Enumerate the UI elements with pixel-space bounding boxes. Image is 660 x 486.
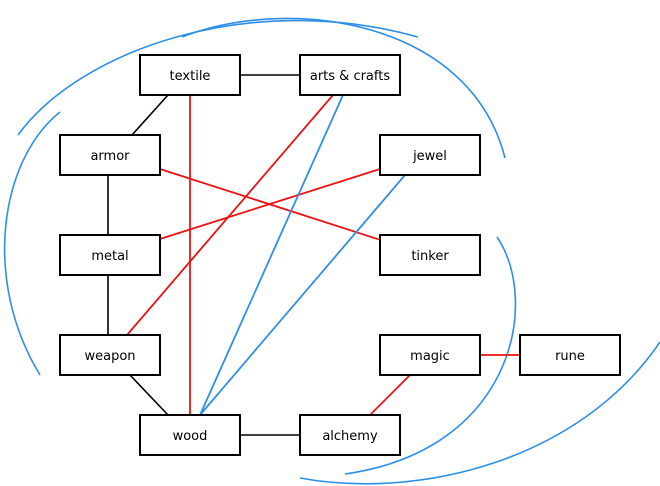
node-label-weapon: weapon	[84, 349, 135, 364]
node-box-armor	[59, 134, 161, 176]
node-box-rune	[519, 334, 621, 376]
node-label-textile: textile	[170, 69, 211, 84]
node-textile: textile	[139, 54, 241, 96]
edge-jewel-wood	[199, 174, 406, 416]
node-alchemy: alchemy	[299, 414, 401, 456]
node-label-rune: rune	[555, 349, 585, 364]
node-label-tinker: tinker	[411, 249, 449, 264]
node-magic: magic	[379, 334, 481, 376]
node-jewel: jewel	[379, 134, 481, 176]
node-box-metal	[59, 234, 161, 276]
node-box-alchemy	[299, 414, 401, 456]
edge-jewel-metal	[159, 168, 381, 240]
decorative-arcs	[3, 17, 660, 485]
outer-arc-top-left	[17, 19, 419, 136]
node-label-metal: metal	[91, 249, 128, 264]
node-wood: wood	[139, 414, 241, 456]
node-label-armor: armor	[90, 149, 130, 164]
node-box-wood	[139, 414, 241, 456]
node-box-weapon	[59, 334, 161, 376]
node-arts: arts & crafts	[299, 54, 401, 96]
node-metal: metal	[59, 234, 161, 276]
node-box-textile	[139, 54, 241, 96]
edge-arts-weapon	[126, 94, 334, 336]
edge-magic-alchemy	[369, 374, 411, 416]
edge-arts-wood	[199, 94, 344, 416]
edge-textile-armor	[131, 94, 169, 136]
node-box-tinker	[379, 234, 481, 276]
outer-arc-left	[3, 111, 61, 376]
edges-layer	[107, 74, 520, 436]
node-label-alchemy: alchemy	[322, 429, 378, 444]
node-label-wood: wood	[173, 429, 208, 444]
node-tinker: tinker	[379, 234, 481, 276]
nodes-layer: textile arts & crafts armor jewel metal tinke…	[59, 54, 621, 456]
node-label-magic: magic	[410, 349, 450, 364]
node-label-arts: arts & crafts	[310, 69, 390, 84]
node-weapon: weapon	[59, 334, 161, 376]
node-box-magic	[379, 334, 481, 376]
node-box-jewel	[379, 134, 481, 176]
outer-arc-bottom	[299, 341, 660, 485]
node-armor: armor	[59, 134, 161, 176]
outer-arc-bottom-right	[344, 236, 517, 475]
edge-weapon-wood	[129, 374, 169, 416]
node-label-jewel: jewel	[412, 149, 447, 164]
node-rune: rune	[519, 334, 621, 376]
outer-arc-top-right	[181, 17, 506, 159]
node-box-arts	[299, 54, 401, 96]
